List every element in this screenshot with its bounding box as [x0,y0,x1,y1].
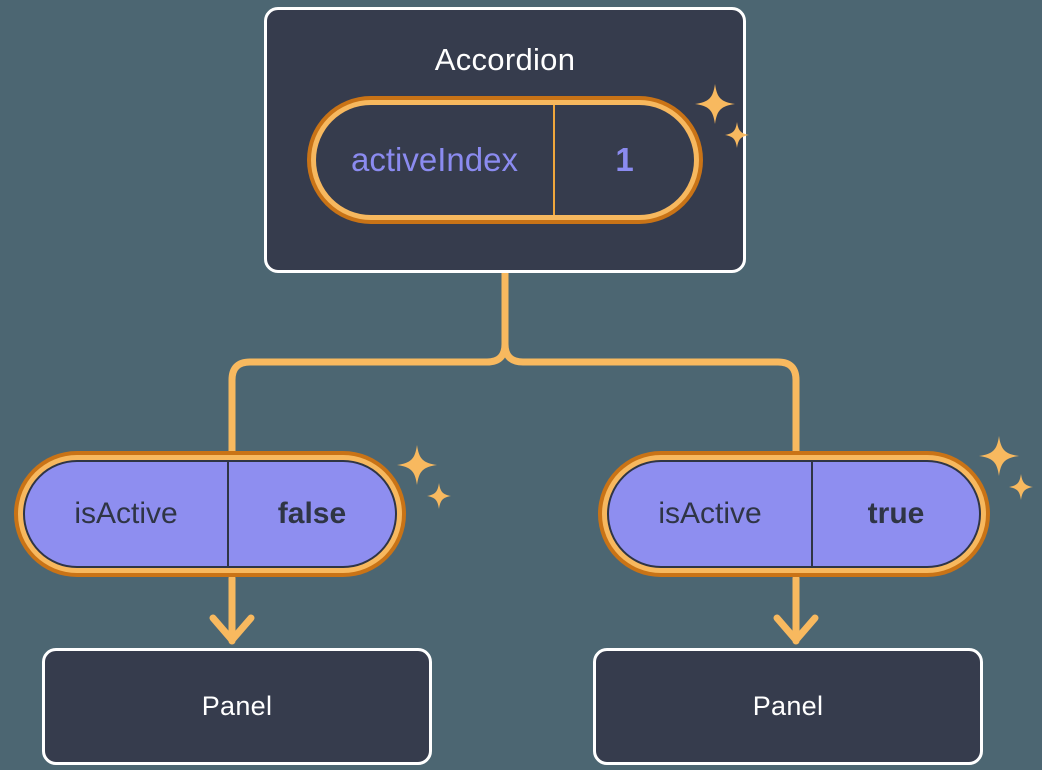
edge-arrow-right-head [773,614,819,644]
edge-branch-right [501,340,800,455]
sparkle-icon [695,84,749,148]
edge-branch-left [228,340,509,455]
state-pill-body: activeIndex 1 [316,105,694,215]
panel-title: Panel [201,691,273,721]
prop-pill-isactive-true[interactable]: isActive true [598,451,990,577]
state-pill-activeindex[interactable]: activeIndex 1 [307,96,703,224]
panel-component-left[interactable]: Panel [42,648,432,765]
sparkle-icon [979,436,1033,500]
prop-pill-isactive-false[interactable]: isActive false [14,451,406,577]
prop-pill-body: isActive false [23,460,397,568]
prop-value-label: true [867,497,925,530]
prop-key-label: isActive [25,462,229,566]
prop-pill-body: isActive true [607,460,981,568]
edge-arrow-left-head [209,614,255,644]
panel-title: Panel [752,691,824,721]
state-pill-ring: activeIndex 1 [311,100,699,220]
accordion-title: Accordion [434,42,576,77]
prop-value-label: false [277,497,347,530]
prop-pill-ring: isActive true [602,455,986,573]
prop-key-label: isActive [609,462,813,566]
panel-component-right[interactable]: Panel [593,648,983,765]
prop-pill-ring: isActive false [18,455,402,573]
sparkle-icon [397,445,451,509]
state-value-label: 1 [615,141,634,178]
state-key-label: activeIndex [316,105,555,215]
